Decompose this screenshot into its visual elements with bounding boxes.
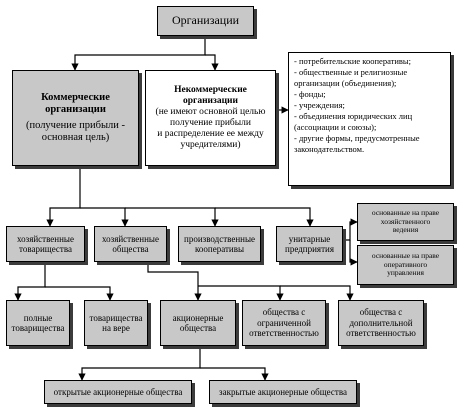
operational-management-right: основанные на праве оперативного управле… [357, 245, 454, 285]
noncommercial-form-item: - другие формы, предусмотренные [294, 133, 420, 144]
noncommercial-form-item: (ассоциации и союзы); [294, 122, 377, 133]
organizations-root: Организации [157, 6, 254, 36]
economic-companies-line: хозяйственные [102, 233, 159, 244]
connector-partnerships-kinds [14, 262, 46, 301]
limited-partnerships-line: на вере [102, 323, 130, 333]
organizations-root-label: Организации [171, 13, 240, 28]
unitary-enterprises: унитарные предприятия [276, 226, 343, 262]
connector-unitary-operational [349, 240, 358, 266]
open-joint-stock-label: открытые акционерные общества [53, 386, 183, 397]
operational-management-line: управления [387, 268, 424, 278]
connector-to-companies [80, 207, 129, 227]
noncommercial-form-item: - учреждения; [294, 100, 345, 111]
connector-companies-kinds [147, 262, 202, 301]
connector-to-cooperatives [125, 207, 219, 227]
full-partnerships: полные товарищества [6, 300, 70, 346]
unitary-enterprises-line: унитарные [288, 233, 331, 244]
commercial-title-line: Коммерческие [41, 92, 110, 104]
economic-management-right: основанные на праве хозяйственного веден… [357, 203, 454, 241]
noncommercial-note-line: получение прибыли [170, 118, 251, 128]
connector-joint-stock-kinds [78, 346, 201, 381]
limited-liability-companies: общества с ограниченной ответственностью [242, 300, 326, 346]
joint-stock-line: акционерные [172, 312, 224, 323]
commercial-organizations: Коммерческие организации (получение приб… [12, 70, 139, 166]
additional-liability-companies: общества с дополнительной ответственност… [338, 300, 424, 346]
connector-to-unitary [215, 207, 314, 227]
noncommercial-organizations: Некоммерческие организации (не имеют осн… [145, 70, 276, 166]
noncommercial-form-item: - потребительские кооперативы; [294, 56, 411, 66]
connector-to-closed [200, 367, 269, 381]
alc-line: дополнительной [349, 317, 413, 328]
connector-to-limited [45, 286, 114, 301]
operational-management-line: основанные на праве [371, 251, 440, 261]
economic-partnerships-line: хозяйственные [17, 233, 74, 244]
noncommercial-title-line: организации [182, 96, 239, 107]
operational-management-line: оперативного [383, 259, 428, 269]
connector-to-llc [198, 285, 284, 301]
noncommercial-form-item: организации (объединения); [294, 78, 397, 89]
noncommercial-form-item: - объединения юридических лиц [294, 111, 413, 122]
limited-partnerships: товарищества на вере [84, 300, 148, 346]
commercial-title-line: организации [45, 104, 106, 116]
connector-root-commercial [71, 36, 206, 71]
connector-unitary-economic [343, 218, 358, 241]
economic-partnerships-line: товарищества [19, 244, 72, 254]
production-cooperatives-line: производственные [184, 233, 255, 244]
noncommercial-note-line: (не имеют основной целью [155, 107, 266, 118]
noncommercial-form-item: - фонды; [294, 89, 326, 100]
connector-root-noncommercial [205, 54, 219, 71]
noncommercial-note-line: учредителями) [180, 139, 241, 150]
noncommercial-form-item: законодательством. [294, 144, 365, 155]
limited-partnerships-line: товарищества [89, 312, 143, 323]
economic-management-line: ведения [392, 225, 419, 235]
economic-companies-line: общества [112, 244, 149, 254]
full-partnerships-line: полные [23, 312, 53, 323]
unitary-enterprises-line: предприятия [285, 244, 334, 254]
economic-partnerships: хозяйственные товарищества [6, 226, 85, 262]
full-partnerships-line: товарищества [11, 323, 65, 333]
llc-line: ограниченной [257, 317, 311, 328]
production-cooperatives: производственные кооперативы [178, 226, 261, 262]
connector-commercial-types [46, 166, 81, 227]
noncommercial-title-line: Некоммерческие [174, 85, 247, 96]
alc-line: общества с [359, 307, 403, 318]
open-joint-stock-companies: открытые акционерные общества [44, 380, 192, 404]
economic-management-line: основанные на праве [371, 208, 440, 218]
economic-companies: хозяйственные общества [94, 226, 167, 262]
connector-to-alc [280, 285, 354, 301]
commercial-note-line: (получение прибыли - [25, 119, 126, 131]
production-cooperatives-line: кооперативы [194, 244, 245, 254]
noncommercial-forms-list: - потребительские кооперативы; - обществ… [288, 52, 451, 186]
noncommercial-note-line: и распределение ее между [157, 128, 264, 139]
joint-stock-line: общества [179, 323, 217, 333]
closed-joint-stock-label: закрытые акционерные общества [219, 386, 347, 397]
joint-stock-companies: акционерные общества [160, 300, 236, 346]
economic-management-line: хозяйственного [380, 216, 431, 226]
closed-joint-stock-companies: закрытые акционерные общества [209, 380, 357, 404]
alc-line: ответственностью [346, 328, 416, 339]
commercial-note-line: основная цель) [41, 131, 110, 143]
llc-line: общества с [262, 307, 306, 318]
llc-line: ответственностью [249, 328, 319, 339]
noncommercial-form-item: - общественные и религиозные [294, 67, 408, 78]
